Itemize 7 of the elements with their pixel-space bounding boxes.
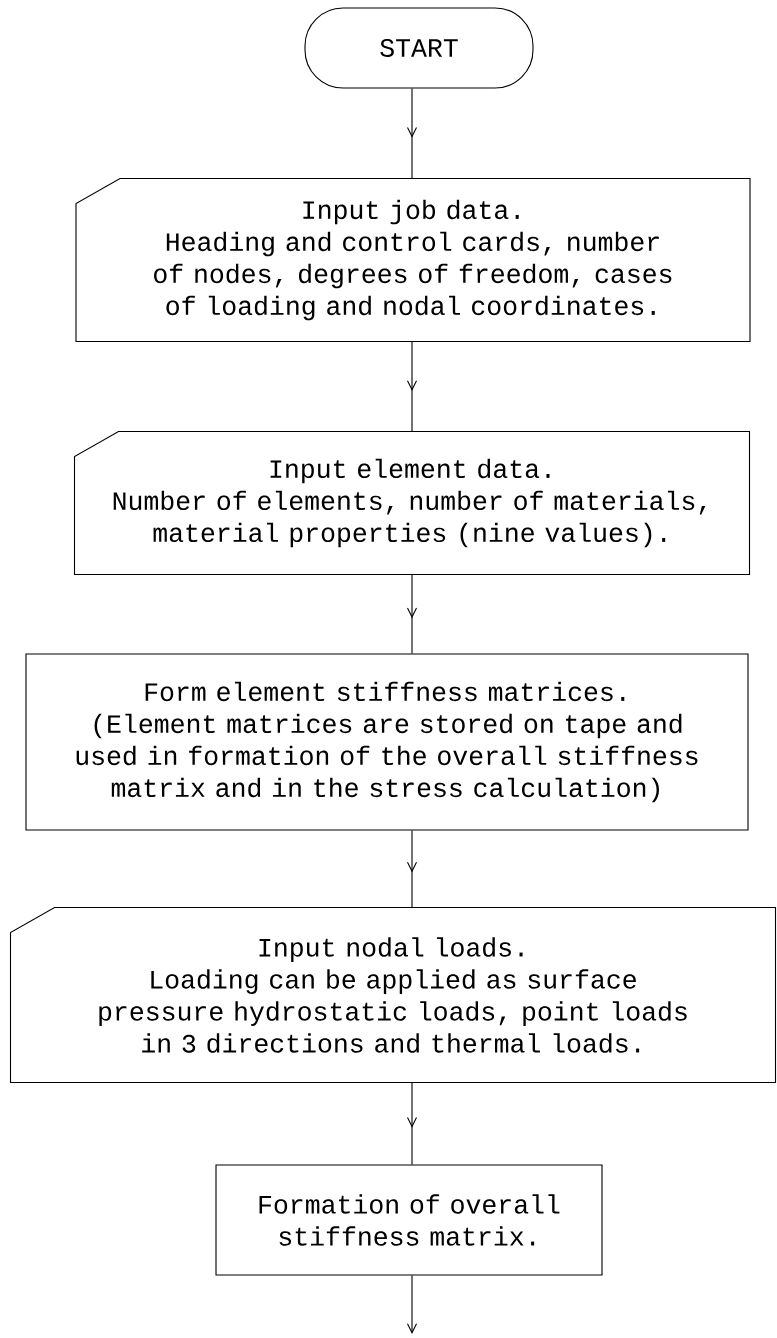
input-card-box: Input nodal loads. Loading can be applied as surface pressure hydrostatic loads, point loads in 3 directions and thermal loads. (9, 906, 777, 1084)
process-box: Form element stiffness matrices. (Element matrices are stored on tape and used in formation of the overall stiffness matrix and in the stress calculation) (25, 653, 749, 831)
start-terminator: START (304, 7, 534, 89)
input-card-box: Input element data. Number of elements, number of materials, material properties (nine values). (73, 430, 751, 576)
process-box: Formation of overall stiffness matrix. (215, 1164, 603, 1276)
input-card-box: Input job data. Heading and control cards, number of nodes, degrees of freedom, cases of loading and nodal coordinates. (75, 177, 751, 343)
arrow (406, 1275, 418, 1335)
